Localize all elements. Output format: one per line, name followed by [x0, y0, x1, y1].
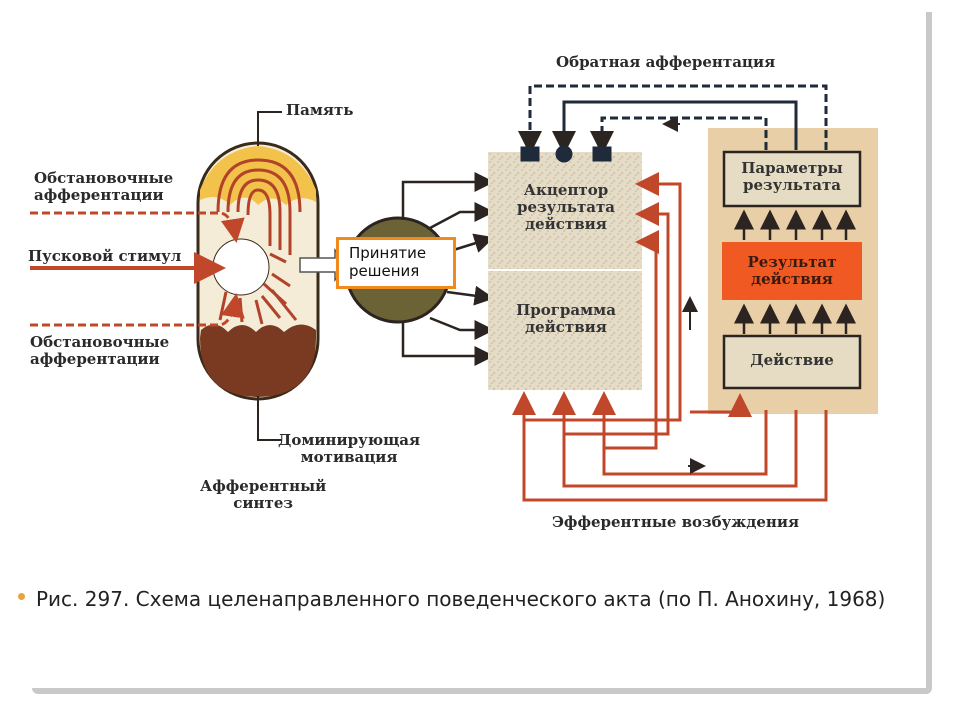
- action-box: [722, 334, 862, 390]
- program-label: Программа действия: [516, 301, 616, 336]
- dominant-motivation-label: Доминирующая мотивация: [278, 431, 421, 466]
- feedback-lines: [518, 84, 828, 163]
- afferent-synthesis-label: Афферентный синтез: [200, 477, 327, 512]
- memory-label: Память: [286, 101, 354, 119]
- result-box: [722, 242, 862, 300]
- caption-bullet: [18, 593, 25, 600]
- feedback-afferentation-label: Обратная афферентация: [556, 53, 776, 71]
- decision-label: Принятие решения: [336, 237, 456, 289]
- situational-afferents-bottom-label: Обстановочные афферентации: [30, 333, 170, 368]
- action-label: Действие: [750, 351, 834, 369]
- result-params-box: [722, 150, 862, 208]
- input-arrows: [30, 211, 245, 327]
- efferent-lines: [512, 172, 828, 502]
- figure-caption: Рис. 297. Схема целенаправленного поведе…: [36, 587, 886, 611]
- efferent-excitations-label: Эфферентные возбуждения: [552, 513, 800, 531]
- trigger-stimulus-label: Пусковой стимул: [28, 247, 182, 265]
- acceptor-label: Акцептор результата действия: [517, 181, 615, 233]
- panel-up-arrows: [734, 209, 856, 334]
- result-params-label: Параметры результата: [741, 159, 843, 194]
- situational-afferents-top-label: Обстановочные афферентации: [34, 169, 174, 204]
- leader-lines: [257, 111, 282, 441]
- memory-lines: [216, 158, 302, 325]
- result-label: Результат действия: [747, 253, 837, 288]
